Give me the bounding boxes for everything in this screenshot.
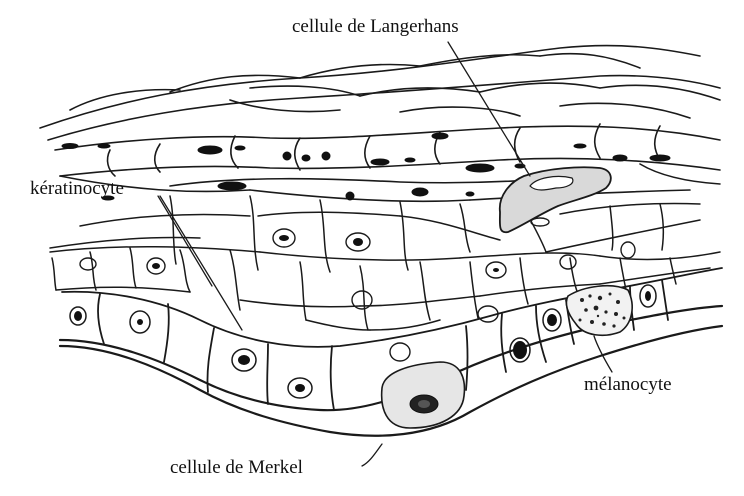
- langerhans-leader: [448, 42, 530, 176]
- label-merkel: cellule de Merkel: [170, 457, 303, 478]
- label-langerhans: cellule de Langerhans: [292, 16, 459, 37]
- langerhans-cell: [500, 167, 611, 232]
- keratinocyte-leader-a: [160, 196, 242, 330]
- merkel-cell: [382, 362, 465, 428]
- label-keratinocyte: kératinocyte: [30, 178, 124, 199]
- merkel-leader: [362, 444, 382, 466]
- melanocyte: [566, 286, 632, 336]
- label-melanocyte: mélanocyte: [584, 374, 672, 395]
- superficial-layers: [40, 46, 720, 202]
